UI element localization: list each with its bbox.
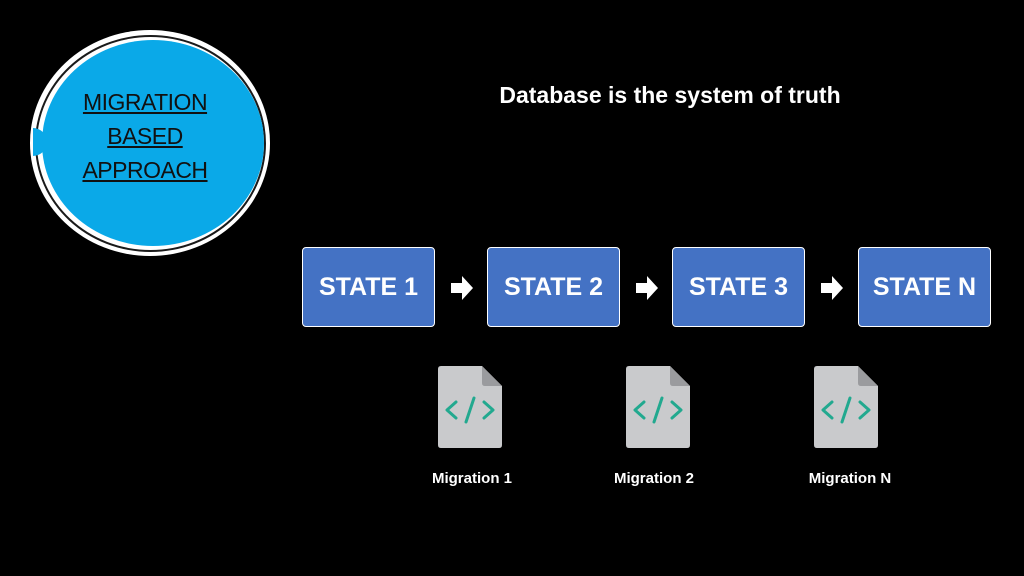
code-file-icon xyxy=(626,366,690,448)
state-box-1: STATE 1 xyxy=(302,247,435,327)
migration-label-n: Migration N xyxy=(808,470,892,487)
migration-badge: MIGRATION BASED APPROACH xyxy=(42,40,264,246)
badge-label: MIGRATION BASED APPROACH xyxy=(82,89,208,183)
arrow-right-icon xyxy=(821,276,843,300)
migration-label-1: Migration 1 xyxy=(431,470,512,487)
migration-label-2: Migration 2 xyxy=(613,470,694,487)
state-box-2: STATE 2 xyxy=(487,247,620,327)
arrow-right-icon xyxy=(451,276,473,300)
arrow-right-icon xyxy=(636,276,658,300)
code-file-icon xyxy=(438,366,502,448)
code-file-icon xyxy=(814,366,878,448)
state-box-3: STATE 3 xyxy=(672,247,805,327)
diagram-title: Database is the system of truth xyxy=(499,82,841,108)
state-box-n: STATE N xyxy=(858,247,991,327)
